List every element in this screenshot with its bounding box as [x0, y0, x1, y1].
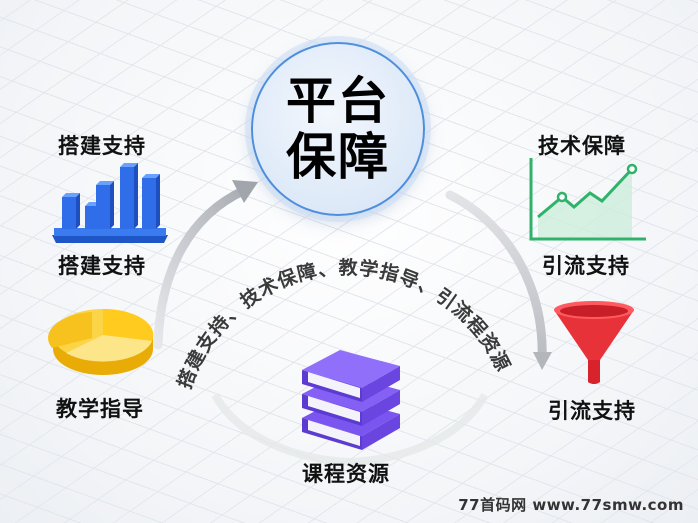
- watermark: 77首码网 www.77smw.com: [458, 496, 684, 514]
- bottom-left-caption: 教学指导: [56, 397, 144, 421]
- bottom-right-caption: 引流支持: [548, 399, 636, 423]
- center-title-line2: 保障: [286, 128, 390, 186]
- top-left-title: 搭建支持: [58, 134, 146, 158]
- arc-text-path: 搭建支持、技术保障、教学指导、引流程资源: [173, 256, 514, 392]
- funnel-icon: [554, 301, 634, 384]
- svg-text:搭建支持、技术保障、教学指导、引流程资源: 搭建支持、技术保障、教学指导、引流程资源: [173, 256, 515, 392]
- books-icon: [302, 350, 400, 450]
- line-chart-icon: [529, 158, 646, 241]
- top-right-title: 技术保障: [538, 134, 626, 158]
- bar-chart-icon: [52, 163, 168, 243]
- top-right-caption: 引流支持: [542, 254, 630, 278]
- top-left-caption: 搭建支持: [58, 254, 146, 278]
- bottom-center-caption: 课程资源: [302, 462, 390, 486]
- center-title-line1: 平台: [286, 72, 390, 130]
- center-platform-circle: 平台 保障: [251, 42, 425, 216]
- pie-chart-icon: [48, 308, 154, 375]
